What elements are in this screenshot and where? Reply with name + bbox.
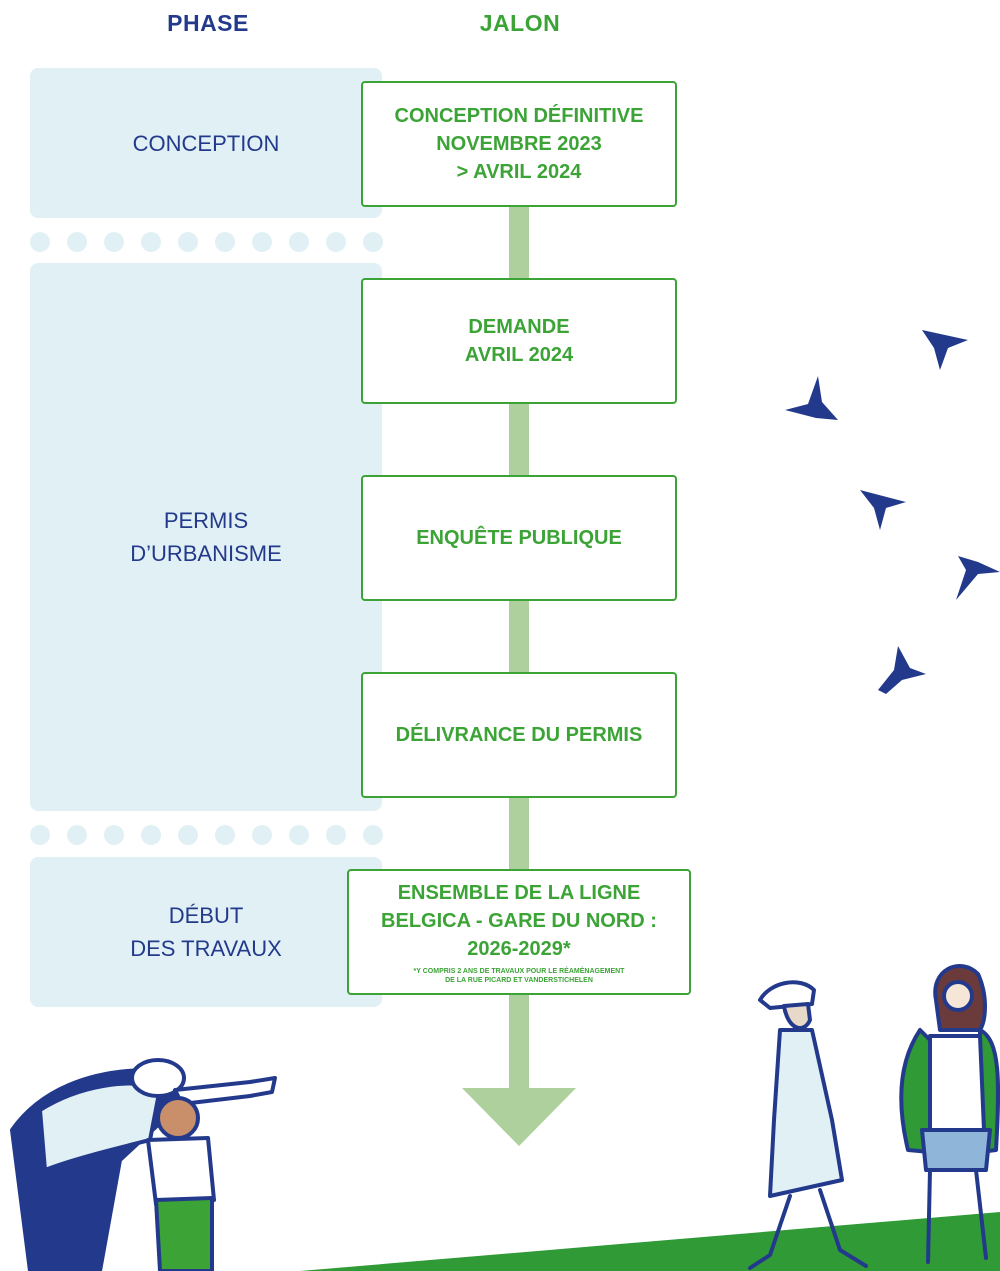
milestone-text: DEMANDE AVRIL 2024 — [464, 316, 574, 366]
milestone-text: ENSEMBLE DE LA LIGNE BELGICA - GARE DU N… — [381, 882, 657, 960]
adult-pointing-with-child-icon — [10, 1058, 277, 1271]
separator-dot — [178, 825, 198, 845]
jalon-column-header: JALON — [479, 10, 561, 36]
milestone-conception-definitive: CONCEPTION DÉFINITIVE NOVEMBRE 2023 > AV… — [361, 81, 677, 207]
separator-dots-1 — [30, 232, 383, 252]
phase-label-travaux: DÉBUT DES TRAVAUX — [130, 903, 282, 961]
separator-dot — [67, 825, 87, 845]
separator-dot — [104, 232, 124, 252]
woman-with-green-jacket-icon — [899, 964, 1000, 1264]
phase-label-permis: PERMIS D’URBANISME — [130, 508, 282, 566]
milestone-demande: DEMANDE AVRIL 2024 — [361, 278, 677, 404]
separator-dot — [215, 825, 235, 845]
phase-label-conception: CONCEPTION — [132, 130, 280, 156]
timeline-arrowhead — [462, 1088, 576, 1146]
phase-travaux-panel — [30, 857, 382, 1007]
separator-dot — [104, 825, 124, 845]
separator-dot — [30, 232, 50, 252]
separator-dot — [178, 232, 198, 252]
milestone-delivrance-permis: DÉLIVRANCE DU PERMIS — [361, 672, 677, 798]
separator-dot — [363, 232, 383, 252]
walking-woman-with-cap-icon — [748, 980, 868, 1270]
birds-icon — [785, 330, 1000, 694]
separator-dot — [289, 825, 309, 845]
milestone-text: ENQUÊTE PUBLIQUE — [416, 527, 622, 549]
separator-dot — [30, 825, 50, 845]
separator-dot — [141, 232, 161, 252]
separator-dots-2 — [30, 825, 383, 845]
separator-dot — [141, 825, 161, 845]
milestone-enquete-publique: ENQUÊTE PUBLIQUE — [361, 475, 677, 601]
phase-conception-panel — [30, 68, 382, 218]
separator-dot — [289, 232, 309, 252]
phase-column-header: PHASE — [167, 10, 249, 36]
separator-dot — [215, 232, 235, 252]
milestone-footnote: *Y COMPRIS 2 ANS DE TRAVAUX POUR LE RÉAM… — [413, 968, 625, 984]
milestone-text: CONCEPTION DÉFINITIVE NOVEMBRE 2023 > AV… — [394, 105, 644, 183]
separator-dot — [326, 232, 346, 252]
separator-dot — [326, 825, 346, 845]
separator-dot — [363, 825, 383, 845]
separator-dot — [252, 825, 272, 845]
timeline-shaft — [509, 200, 529, 1090]
separator-dot — [67, 232, 87, 252]
phase-permis-panel — [30, 263, 382, 811]
separator-dot — [252, 232, 272, 252]
grass-strip — [300, 1212, 1000, 1271]
milestone-text: DÉLIVRANCE DU PERMIS — [395, 724, 643, 746]
milestone-debut-travaux: ENSEMBLE DE LA LIGNE BELGICA - GARE DU N… — [347, 869, 691, 995]
